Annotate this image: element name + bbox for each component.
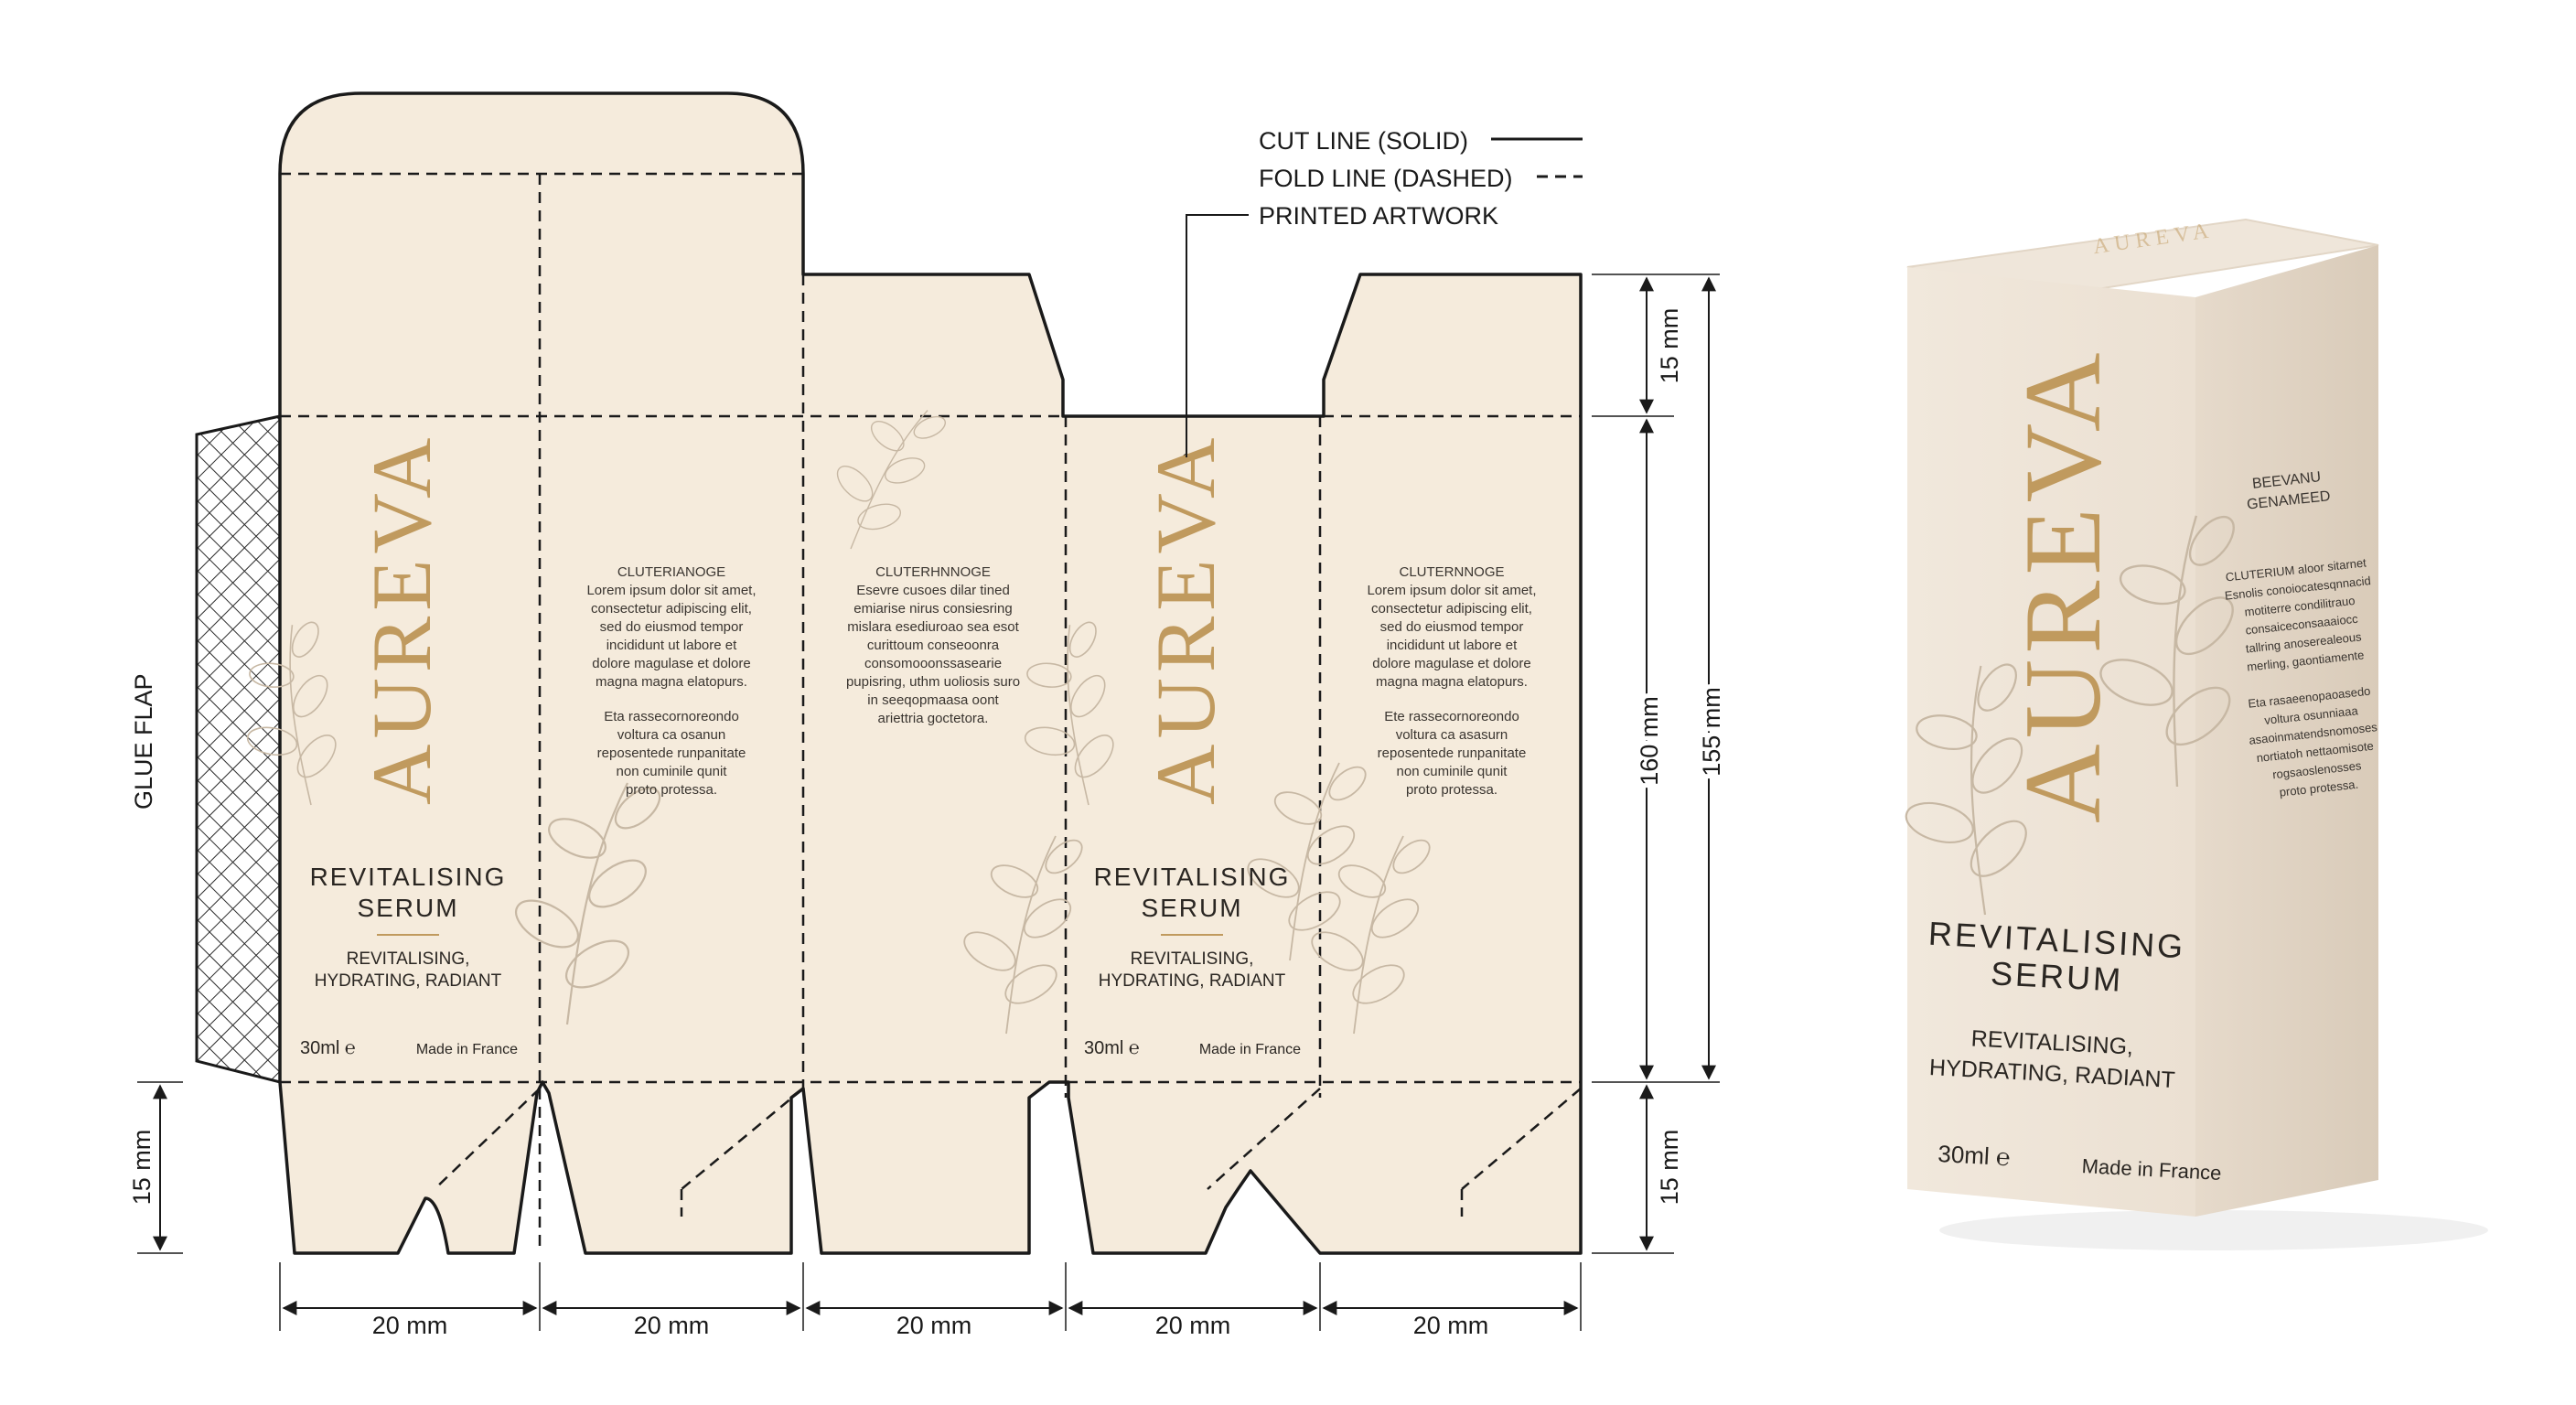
info-text-line: reposentede runpanitate xyxy=(597,745,746,761)
origin-label: Made in France xyxy=(416,1042,518,1057)
info-paragraph-2: Ete rassecornoreondo voltura ca asasurn re… xyxy=(1378,709,1527,798)
origin-label: Made in France xyxy=(1199,1042,1301,1057)
info-text-line: consectetur adipiscing elit, xyxy=(1371,601,1532,617)
box-brand-wordmark: AUREVA xyxy=(2002,347,2123,823)
dim-panel-5: 20 mm xyxy=(1413,1312,1489,1339)
info-text-line: consectetur adipiscing elit, xyxy=(591,601,752,617)
front-panel-2: AUREVA REVITALISING SERUM REVITALISING, … xyxy=(986,433,1372,1058)
info-text-line: proto protessa. xyxy=(1406,782,1497,798)
info-paragraph-1: Lorem ipsum dolor sit amet, consectetur a… xyxy=(1367,583,1536,690)
info-text-line: sed do eiusmod tempor xyxy=(1380,619,1524,635)
legend-printed-artwork: PRINTED ARTWORK xyxy=(1259,202,1498,230)
info-text-line: incididunt ut labore et xyxy=(1387,638,1518,653)
info-text-line: Lorem ipsum dolor sit amet, xyxy=(1367,583,1536,598)
info-panel-b: CLUTERHNNOGE Esevre cusoes dilar tined em… xyxy=(813,388,1089,1035)
info-text-line: Eta rassecornoreondo xyxy=(604,709,739,724)
dim-overall-height: 155 mm xyxy=(1698,687,1725,777)
info-text-line: ariettria goctetora. xyxy=(878,711,989,726)
dim-panel-3: 20 mm xyxy=(896,1312,972,1339)
info-text-line: proto protessa. xyxy=(626,782,717,798)
glue-flap-label: GLUE FLAP xyxy=(130,673,157,810)
tagline-line2: HYDRATING, RADIANT xyxy=(1099,971,1286,991)
product-name-line1: REVITALISING xyxy=(310,863,507,891)
info-text-line: dolore magulase et dolore xyxy=(592,656,750,671)
dieline-outline xyxy=(278,91,1583,1255)
glue-flap-label-group: GLUE FLAP xyxy=(130,673,157,810)
info-text-line: pupisring, uthm uoliosis suro xyxy=(846,674,1020,690)
info-paragraph-1: Esevre cusoes dilar tined emiarise nirus … xyxy=(846,583,1020,726)
info-heading: CLUTERHNNOGE xyxy=(875,564,991,580)
info-text-line: non cuminile qunit xyxy=(617,764,728,779)
info-heading: CLUTERNNOGE xyxy=(1399,564,1504,580)
info-text-line: Ete rassecornoreondo xyxy=(1384,709,1519,724)
info-text-line: incididunt ut labore et xyxy=(606,638,737,653)
info-heading: CLUTERIANOGE xyxy=(617,564,725,580)
info-text-line: Lorem ipsum dolor sit amet, xyxy=(586,583,756,598)
height-dimensions: 15 mm 160 mm 155 mm 15 mm 15 mm xyxy=(128,273,1730,1254)
brand-wordmark: AUREVA xyxy=(355,433,448,805)
info-text-line: reposentede runpanitate xyxy=(1378,745,1527,761)
product-name-line1: REVITALISING xyxy=(1094,863,1291,891)
info-text-line: magna magna elatopurs. xyxy=(1376,674,1528,690)
box-side-text: BEEVANU GENAMEED CLUTERIUM aloor sitarne… xyxy=(2224,469,2378,799)
dim-panel-4: 20 mm xyxy=(1155,1312,1231,1339)
info-text-line: magna magna elatopurs. xyxy=(596,674,747,690)
info-text-line: non cuminile qunit xyxy=(1397,764,1508,779)
info-text-line: curittoum conseoonra xyxy=(867,638,1000,653)
info-paragraph-1: Lorem ipsum dolor sit amet, consectetur a… xyxy=(586,583,756,690)
volume-label: 30ml ℮ xyxy=(1084,1038,1140,1058)
box-mockup: AUREVA AUREVA REVITALISING SERUM REVITAL… xyxy=(1863,219,2488,1250)
tagline-line1: REVITALISING, xyxy=(347,949,470,969)
info-text-line: Esevre cusoes dilar tined xyxy=(856,583,1010,598)
info-text-line: emiarise nirus consiesring xyxy=(853,601,1012,617)
dim-bottom-flap: 15 mm xyxy=(1656,1130,1683,1206)
tagline-line2: HYDRATING, RADIANT xyxy=(315,971,502,991)
info-text-line: voltura ca osanun xyxy=(617,727,725,743)
dieline xyxy=(195,91,1583,1255)
dim-panel-2: 20 mm xyxy=(634,1312,710,1339)
tagline-line1: REVITALISING, xyxy=(1131,949,1254,969)
legend-fold-line: FOLD LINE (DASHED) xyxy=(1259,165,1513,192)
info-text-line: in seeqopmaasa oont xyxy=(867,692,999,708)
dim-body-height: 160 mm xyxy=(1636,696,1663,786)
info-text-line: consomooonssasearie xyxy=(864,656,1002,671)
dim-panel-1: 20 mm xyxy=(372,1312,448,1339)
product-name-line2: SERUM xyxy=(1141,894,1242,922)
glue-flap xyxy=(195,414,282,1084)
front-panel-1: AUREVA REVITALISING SERUM REVITALISING, … xyxy=(209,433,668,1058)
product-name-line2: SERUM xyxy=(357,894,458,922)
info-text-line: sed do eiusmod tempor xyxy=(600,619,744,635)
box-front-face xyxy=(1907,267,2195,1217)
legend: CUT LINE (SOLID) FOLD LINE (DASHED) PRIN… xyxy=(1186,127,1583,457)
width-dimensions: 20 mm 20 mm 20 mm 20 mm 20 mm xyxy=(279,1262,1582,1344)
info-text-line: dolore magulase et dolore xyxy=(1372,656,1530,671)
volume-label: 30ml ℮ xyxy=(300,1038,356,1058)
info-text-line: voltura ca asasurn xyxy=(1396,727,1508,743)
info-paragraph-2: Eta rassecornoreondo voltura ca osanun rep… xyxy=(597,709,746,798)
brand-wordmark: AUREVA xyxy=(1139,433,1232,805)
dim-left-bottom-flap: 15 mm xyxy=(128,1130,156,1206)
info-panel-c: CLUTERNNOGE Lorem ipsum dolor sit amet, c… xyxy=(1304,564,1537,1035)
info-panel-a: CLUTERIANOGE Lorem ipsum dolor sit amet,… xyxy=(586,564,756,798)
box-product-line2: SERUM xyxy=(1990,954,2124,999)
dim-top-flap: 15 mm xyxy=(1656,308,1683,384)
info-text-line: mislara esediuroao sea esot xyxy=(847,619,1019,635)
box-volume: 30ml ℮ xyxy=(1937,1140,2012,1171)
box-side-face xyxy=(2195,245,2378,1217)
legend-cut-line: CUT LINE (SOLID) xyxy=(1259,127,1468,155)
